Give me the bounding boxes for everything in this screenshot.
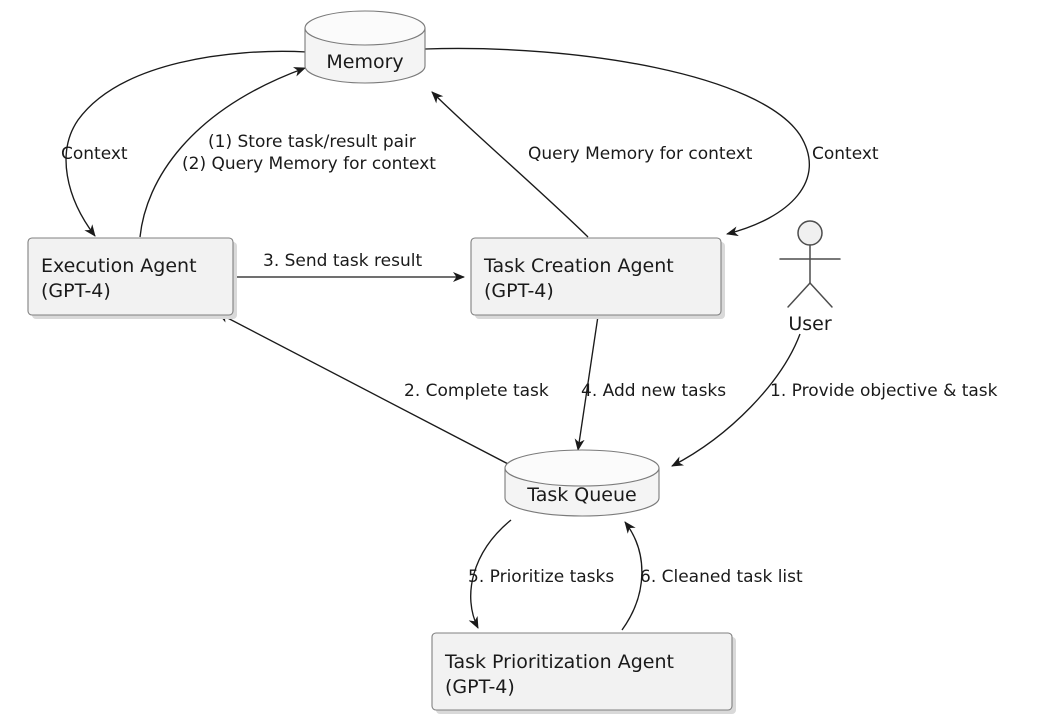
node-label-execution-agent-model: (GPT-4): [41, 280, 111, 302]
node-user[interactable]: User: [779, 220, 841, 335]
user-right-leg-icon: [809, 282, 833, 308]
edge-label-store-task-result-pair: (1) Store task/result pair: [208, 132, 416, 152]
node-task-prioritization-agent[interactable]: Task Prioritization Agent (GPT-4): [431, 632, 736, 714]
node-label-user: User: [788, 313, 831, 335]
node-label-memory: Memory: [326, 51, 403, 73]
edge-label-cleaned-task-list: 6. Cleaned task list: [640, 567, 803, 587]
edge-task-creation-agent-to-memory: Query Memory for context: [431, 91, 753, 238]
edge-execution-agent-to-task-creation-agent: 3. Send task result: [236, 251, 465, 282]
edge-label-send-task-result: 3. Send task result: [263, 251, 422, 271]
edge-task-prioritization-agent-to-task-queue: 6. Cleaned task list: [621, 521, 803, 631]
edge-label-query-memory-for-context-creation: Query Memory for context: [528, 144, 753, 164]
edge-label-context-creation: Context: [812, 144, 879, 164]
edge-task-creation-agent-to-task-queue: 4. Add new tasks: [574, 315, 726, 451]
node-task-creation-agent[interactable]: Task Creation Agent (GPT-4): [470, 237, 725, 319]
edge-label-complete-task: 2. Complete task: [404, 381, 549, 401]
edge-label-add-new-tasks: 4. Add new tasks: [581, 381, 726, 401]
node-execution-agent[interactable]: Execution Agent (GPT-4): [27, 237, 237, 319]
edge-memory-to-execution-agent: Context: [61, 50, 308, 237]
edge-execution-agent-to-memory: (1) Store task/result pair (2) Query Mem…: [139, 67, 436, 238]
node-label-task-prioritization-agent-model: (GPT-4): [445, 676, 515, 698]
node-label-task-creation-agent: Task Creation Agent: [483, 255, 674, 277]
node-memory[interactable]: Memory: [304, 10, 426, 84]
node-label-task-creation-agent-model: (GPT-4): [484, 280, 554, 302]
edge-task-queue-to-execution-agent: 2. Complete task: [217, 312, 549, 467]
edge-label-provide-objective-task: 1. Provide objective & task: [770, 381, 998, 401]
node-label-execution-agent: Execution Agent: [41, 255, 197, 277]
node-label-task-prioritization-agent: Task Prioritization Agent: [444, 651, 674, 673]
edge-task-queue-to-task-prioritization-agent: 5. Prioritize tasks: [468, 519, 614, 629]
edge-memory-to-task-creation-agent: Context: [424, 47, 879, 237]
user-left-leg-icon: [787, 282, 811, 308]
node-task-queue[interactable]: Task Queue: [504, 449, 660, 517]
edge-label-context-execution: Context: [61, 144, 128, 164]
node-label-task-queue: Task Queue: [526, 484, 636, 506]
edge-label-prioritize-tasks: 5. Prioritize tasks: [468, 567, 614, 587]
user-head-icon: [797, 220, 823, 246]
edge-user-to-task-queue: 1. Provide objective & task: [671, 333, 998, 467]
edge-label-query-memory-for-context-execution: (2) Query Memory for context: [182, 154, 436, 174]
